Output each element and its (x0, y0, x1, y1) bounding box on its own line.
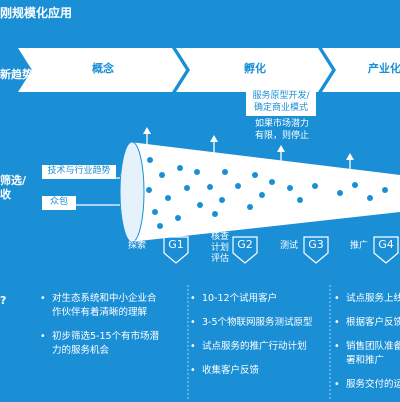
list-item-line: 销售团队准备 (346, 341, 400, 352)
list-item: 收集客户反馈 (190, 364, 313, 378)
gate-g1-label: G1 (168, 238, 184, 251)
list-item: 对生态系统和中小企业合 作伙伴有着清晰的理解 (40, 292, 159, 320)
phase-label-incubation: 孵化 (244, 62, 266, 75)
list-item-line: 试点服务上线 (346, 293, 400, 304)
list-item: 试点服务上线 (334, 292, 400, 306)
list-item-line: 对生态系统和中小企业合 (52, 293, 157, 304)
list-item: 初步筛选5-15个有市场潜 力的服务机会 (40, 330, 159, 358)
idea-dot (159, 172, 165, 178)
gate-g4-label: G4 (378, 238, 394, 251)
list-item-line: 力的服务机会 (52, 345, 110, 356)
gate-g2-shape (232, 236, 258, 264)
list-item-line: 作伙伴有着清晰的理解 (52, 307, 148, 318)
idea-dot (152, 209, 158, 215)
stop-note: 如果市场潜力 有限，则停止 (255, 118, 309, 142)
idea-dot (252, 172, 258, 178)
idea-dot (207, 184, 213, 190)
idea-dot (212, 211, 218, 217)
idea-dot (175, 215, 181, 221)
gate-g2-label: G2 (237, 238, 253, 251)
exit-arrow-3-head (277, 145, 285, 152)
stage-core-line2: 计划 (211, 243, 230, 253)
stop-note-line2: 有限，则停止 (255, 131, 310, 141)
idea-dot (259, 192, 265, 198)
idea-dot (177, 165, 183, 171)
idea-dot (352, 182, 358, 188)
idea-dot (165, 195, 171, 201)
hatch-box: 服务原型开发/ 确定商业模式 (246, 88, 316, 116)
idea-dot (157, 223, 163, 229)
phase-chevron-industrialization (322, 48, 400, 92)
idea-dot (194, 169, 200, 175)
idea-dot (197, 202, 203, 208)
stage-core-line1: 核查 (211, 232, 230, 242)
idea-dot (219, 197, 225, 203)
stage-core-line3: 评估 (211, 254, 230, 264)
idea-dot (247, 204, 253, 210)
list-item-line: 试点服务的推广行动计划 (202, 341, 307, 352)
input-box-trend: 技术与行业趋势 (42, 165, 116, 179)
idea-dots (146, 157, 388, 229)
idea-dot (337, 190, 343, 196)
list-item-line: 服务交付的运 (346, 379, 400, 390)
idea-dot (184, 185, 190, 191)
idea-dot (297, 197, 303, 203)
side-label-trend: 新趋势 (0, 68, 33, 81)
idea-dot (147, 157, 153, 163)
column-concept: 对生态系统和中小企业合 作伙伴有着清晰的理解 初步筛选5-15个有市场潜 力的服… (40, 292, 159, 368)
phase-chevron-incubation (176, 48, 332, 92)
phase-label-concept: 概念 (92, 62, 114, 75)
list-item-line: 初步筛选5-15个有市场潜 (52, 331, 160, 342)
stop-note-line1: 如果市场潜力 (255, 119, 310, 129)
stage-core: 核查 计划 评估 (211, 232, 229, 265)
column-incubation: 10-12个试用客户 3-5个物联网服务测试原型 试点服务的推广行动计划 收集客… (190, 292, 313, 388)
funnel-body (130, 142, 400, 242)
funnel-mouth (119, 141, 145, 243)
list-item: 3-5个物联网服务测试原型 (190, 316, 313, 330)
phase-chevron-concept (18, 48, 186, 92)
hatch-box-line1: 服务原型开发/ (252, 91, 310, 101)
list-item: 根据客户反馈 (334, 316, 400, 330)
idea-dot (367, 195, 373, 201)
list-item: 试点服务的推广行动计划 (190, 340, 313, 354)
idea-dot (287, 185, 293, 191)
idea-dot (235, 183, 241, 189)
gate-g1-shape (163, 236, 189, 264)
list-item: 10-12个试用客户 (190, 292, 313, 306)
stage-promote: 推广 (350, 241, 369, 251)
exit-arrow-2-head (210, 135, 218, 142)
side-label-filter2: 收 (0, 188, 11, 201)
hatch-box-line2: 确定商业模式 (253, 103, 308, 113)
page-title: 刚规模化应用 (0, 6, 73, 20)
exit-arrow-4-head (346, 153, 354, 160)
idea-dot (269, 179, 275, 185)
list-item-line: 根据客户反馈 (346, 317, 400, 328)
idea-dot (222, 169, 228, 175)
list-item-line: 3-5个物联网服务测试原型 (202, 317, 313, 328)
idea-dot (146, 187, 152, 193)
list-item-line: 署和推广 (346, 355, 385, 366)
list-item: 销售团队准备 署和推广 (334, 340, 400, 368)
column-industrialization: 试点服务上线 根据客户反馈 销售团队准备 署和推广 服务交付的运 (334, 292, 400, 402)
phase-label-industrialization: 产业化 (368, 62, 400, 75)
exit-arrow-1-head (143, 127, 151, 134)
list-item: 服务交付的运 (334, 378, 400, 392)
input-box-crowd: 众包 (42, 196, 76, 210)
side-label-bottom: ? (0, 294, 7, 307)
gate-g3-shape (303, 236, 329, 264)
idea-dot (312, 183, 318, 189)
gate-g4-shape (373, 236, 399, 264)
idea-dot (382, 187, 388, 193)
list-item-line: 10-12个试用客户 (202, 293, 278, 304)
list-item-line: 收集客户反馈 (202, 365, 260, 376)
stage-test: 测试 (280, 241, 299, 251)
side-label-filter: 筛选/ (0, 174, 27, 187)
gate-g3-label: G3 (308, 238, 324, 251)
stage-explore: 探索 (128, 241, 147, 251)
